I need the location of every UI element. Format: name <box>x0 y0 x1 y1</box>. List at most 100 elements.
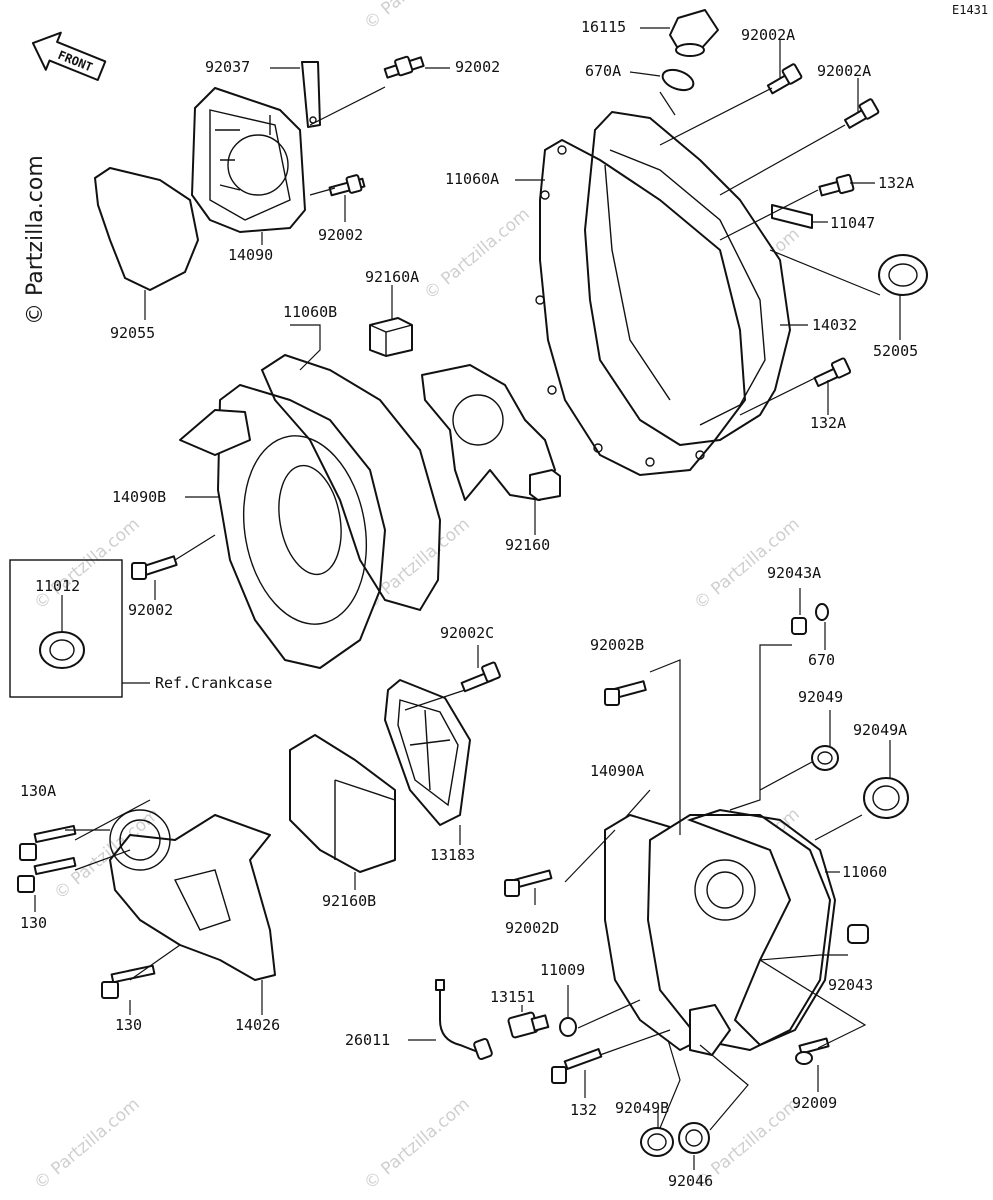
part-label[interactable]: 11047 <box>830 214 875 232</box>
bolt-132 <box>551 1048 603 1084</box>
bolt-130 <box>17 856 77 893</box>
leader-lines <box>34 27 901 1170</box>
part-label[interactable]: 14090B <box>112 488 166 506</box>
plug-16115 <box>669 9 719 57</box>
bolt-92002D <box>504 869 553 897</box>
gasket-92055 <box>93 166 200 292</box>
part-label[interactable]: 13151 <box>490 988 535 1006</box>
cover-14032 <box>584 111 791 446</box>
part-label[interactable]: 13183 <box>430 846 475 864</box>
bolt-92009 <box>795 1037 830 1065</box>
part-label[interactable]: 11060B <box>283 303 337 321</box>
part-label[interactable]: 92049B <box>615 1099 669 1117</box>
part-label[interactable]: 92049A <box>853 721 907 739</box>
part-label[interactable]: 132 <box>570 1101 597 1119</box>
ref-note: Ref.Crankcase <box>155 674 272 692</box>
plate-11047 <box>771 204 813 229</box>
watermark-vertical: © Partzilla.com <box>23 155 48 325</box>
insulator-92160B <box>289 734 396 873</box>
part-label[interactable]: 92002B <box>590 636 644 654</box>
bolt-132A-lower <box>813 357 852 388</box>
switch-13151 <box>507 1011 550 1039</box>
part-label[interactable]: 670A <box>585 62 621 80</box>
lead-26011 <box>435 979 493 1061</box>
part-label[interactable]: 132A <box>878 174 914 192</box>
part-label[interactable]: 92002 <box>128 601 173 619</box>
cover-14090 <box>191 87 306 233</box>
o-ring-670 <box>815 603 829 621</box>
part-label[interactable]: 92002A <box>741 26 795 44</box>
part-label[interactable]: 92049 <box>798 688 843 706</box>
watermark: © Partzilla.com <box>360 0 473 34</box>
part-label[interactable]: 92055 <box>110 324 155 342</box>
cover-13183 <box>384 679 471 826</box>
bolt-92002A-2 <box>844 98 880 129</box>
part-label[interactable]: 92043 <box>828 976 873 994</box>
bolt-92002B <box>604 680 647 706</box>
part-label[interactable]: 14032 <box>812 316 857 334</box>
part-label[interactable]: 11012 <box>35 577 80 595</box>
part-label[interactable]: 14026 <box>235 1016 280 1034</box>
seal-92049B <box>640 1127 674 1157</box>
seal-92049A <box>863 777 909 819</box>
part-label[interactable]: 92002D <box>505 919 559 937</box>
o-ring-670A <box>661 68 695 92</box>
part-label[interactable]: 92043A <box>767 564 821 582</box>
block-92160A <box>369 317 413 357</box>
part-label[interactable]: 14090A <box>590 762 644 780</box>
seal-52005 <box>878 254 928 296</box>
part-label[interactable]: 92160A <box>365 268 419 286</box>
part-label[interactable]: 130 <box>20 914 47 932</box>
part-label[interactable]: 52005 <box>873 342 918 360</box>
front-arrow-icon: FRONT <box>31 31 107 82</box>
block-92160 <box>529 469 561 501</box>
part-label[interactable]: 92002C <box>440 624 494 642</box>
part-label[interactable]: 92037 <box>205 58 250 76</box>
part-label[interactable]: 11060 <box>842 863 887 881</box>
part-labels: 16115 92002A 670A 92002A 92037 92002 110… <box>20 18 918 1190</box>
part-label[interactable]: 92002 <box>318 226 363 244</box>
part-label[interactable]: 92160 <box>505 536 550 554</box>
bolt-132A-upper <box>818 173 855 197</box>
part-label[interactable]: 130A <box>20 782 56 800</box>
part-label[interactable]: 92009 <box>792 1094 837 1112</box>
part-label[interactable]: 670 <box>808 651 835 669</box>
bolt-92002-mid <box>328 174 366 197</box>
diagram-code: E1431 <box>952 3 988 17</box>
part-label[interactable]: 130 <box>115 1016 142 1034</box>
bolt-92002-left <box>131 555 178 580</box>
pin-92043A <box>791 617 807 635</box>
watermark: © Partzilla.com <box>30 1094 143 1194</box>
gasket-11060B <box>260 353 442 612</box>
bolt-130-lower <box>101 964 156 999</box>
guide-bracket <box>421 364 556 501</box>
part-label[interactable]: 16115 <box>581 18 626 36</box>
part-label[interactable]: 92002 <box>455 58 500 76</box>
bolt-92002A-1 <box>766 63 803 95</box>
watermark: © Partzilla.com <box>420 204 533 304</box>
part-label[interactable]: 92046 <box>668 1172 713 1190</box>
bolt-92002-top <box>383 55 425 79</box>
bolt-130A <box>19 824 77 861</box>
watermark: © Partzilla.com <box>30 514 143 614</box>
part-label[interactable]: 132A <box>810 414 846 432</box>
gasket-11060 <box>687 808 837 1047</box>
cover-14090B <box>179 384 386 669</box>
seal-92049 <box>811 745 839 771</box>
cover-14090A <box>604 814 831 1056</box>
part-label[interactable]: 11009 <box>540 961 585 979</box>
washer-11009 <box>559 1017 577 1037</box>
clip-92037 <box>301 61 321 128</box>
part-label[interactable]: 92160B <box>322 892 376 910</box>
bearing-92046 <box>678 1122 710 1154</box>
pin-92043 <box>847 924 869 944</box>
cover-14026 <box>109 809 276 981</box>
watermark: © Partzilla.com <box>360 1094 473 1194</box>
part-label[interactable]: 92002A <box>817 62 871 80</box>
bolt-holes-11060A <box>535 145 705 467</box>
part-label[interactable]: 11060A <box>445 170 499 188</box>
part-label[interactable]: 14090 <box>228 246 273 264</box>
part-label[interactable]: 26011 <box>345 1031 390 1049</box>
